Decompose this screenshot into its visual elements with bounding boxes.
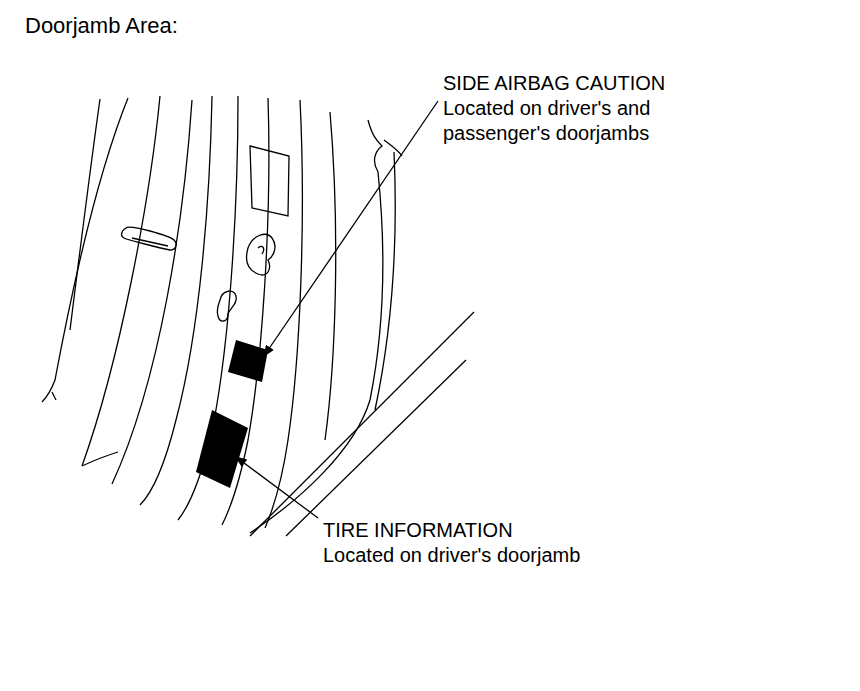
airbag-caution-label xyxy=(228,340,268,382)
label-holder: Located on driver's and passenger's door… xyxy=(443,96,705,146)
diagram-title: Doorjamb Area: xyxy=(25,12,178,40)
seatbelt-guide xyxy=(132,238,168,246)
pillar-line xyxy=(325,112,336,440)
pillar-line xyxy=(265,100,302,528)
callout-heading: TIRE INFORMATION xyxy=(323,518,513,543)
door-frame-lines xyxy=(42,96,474,536)
callout-heading: SIDE AIRBAG CAUTION xyxy=(443,71,665,96)
label-holder: Located on driver's doorjamb xyxy=(323,543,580,568)
leader-line xyxy=(236,457,318,518)
pillar-edge xyxy=(375,152,395,410)
pillar-line xyxy=(140,96,212,505)
callout-text: Located on driver's and passenger's door… xyxy=(443,96,705,146)
door-striker xyxy=(258,246,264,254)
label-holder: TIRE INFORMATION xyxy=(323,518,513,543)
title-holder: Doorjamb Area: xyxy=(25,12,178,40)
door-edge xyxy=(42,98,128,402)
pillar-edge xyxy=(250,120,383,533)
pillar-line xyxy=(82,96,160,466)
tire-information-label xyxy=(196,410,248,488)
leader-line xyxy=(264,101,438,356)
seatbelt-guide xyxy=(122,227,177,250)
sill-line xyxy=(250,312,474,536)
callout-text: Located on driver's doorjamb xyxy=(323,543,580,568)
plate xyxy=(250,146,289,216)
door-edge xyxy=(52,392,56,400)
door-striker xyxy=(246,234,275,275)
door-check xyxy=(217,291,236,321)
label-holder: SIDE AIRBAG CAUTION xyxy=(443,71,665,96)
pillar-line xyxy=(82,452,118,466)
door-edge xyxy=(70,99,100,330)
pillar-edge xyxy=(384,140,402,156)
sill-line xyxy=(286,360,466,536)
pillar-line xyxy=(112,100,192,484)
